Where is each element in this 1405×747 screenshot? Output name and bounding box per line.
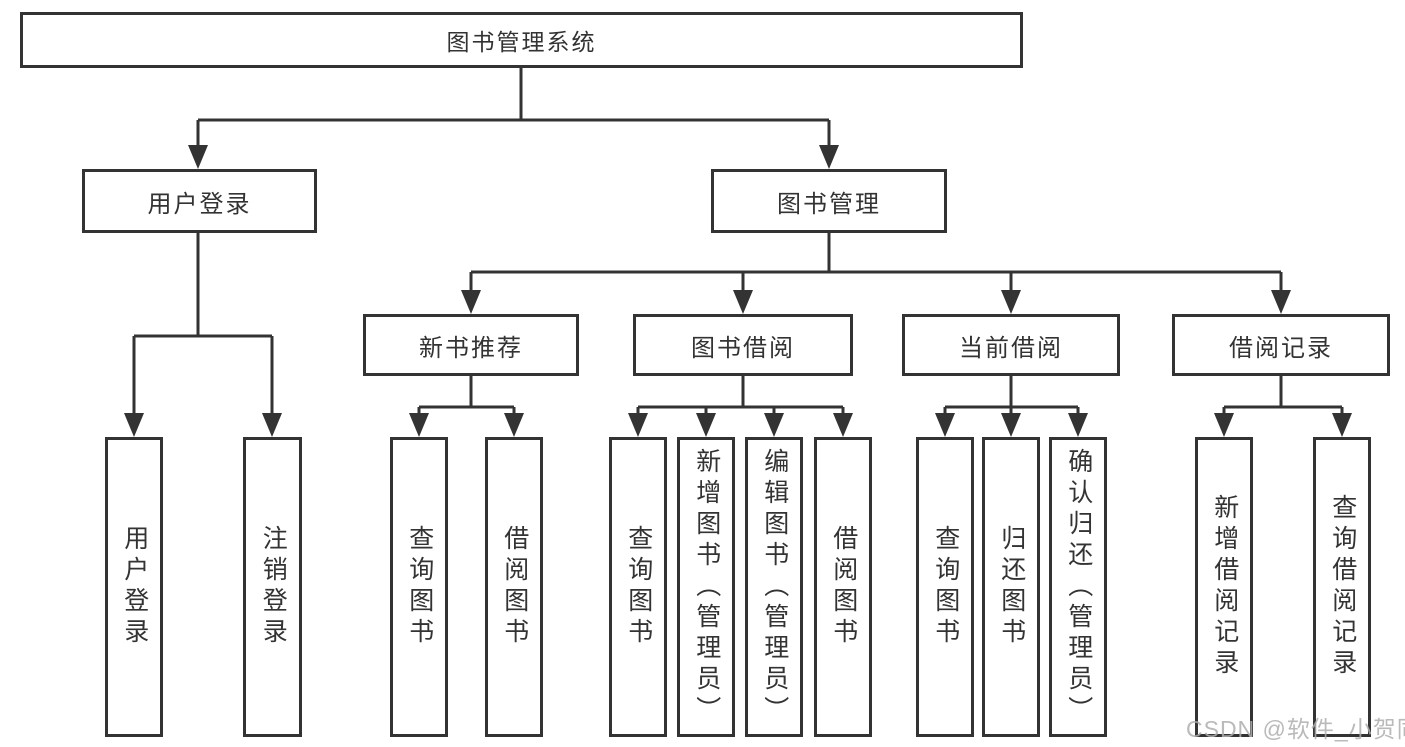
leaf-add-book-admin-label: 新增图书（管理员） [692, 447, 721, 727]
leaf-confirm-return-admin: 确认归还（管理员） [1049, 437, 1107, 737]
connector-user-login-branch [132, 233, 274, 418]
leaf-logout-label: 注销登录 [259, 525, 288, 649]
arrowheads-level3 [461, 290, 1291, 314]
node-book-borrow: 图书借阅 [633, 314, 853, 376]
leaf-return-book-label: 归还图书 [997, 525, 1026, 649]
leaf-edit-book-admin: 编辑图书（管理员） [745, 437, 803, 737]
leaf-query-book-recommend-label: 查询图书 [405, 525, 434, 649]
leaf-query-book-recommend: 查询图书 [390, 437, 448, 737]
arrowheads-new-book-leaves [409, 413, 524, 437]
leaf-borrow-book-label: 借阅图书 [829, 525, 858, 649]
leaf-confirm-return-admin-label: 确认归还（管理员） [1064, 447, 1093, 727]
node-borrow-record: 借阅记录 [1172, 314, 1390, 376]
arrowheads-user-login-leaves [124, 413, 282, 437]
leaf-add-borrow-record-label: 新增借阅记录 [1210, 494, 1239, 680]
leaf-query-book-borrow: 查询图书 [609, 437, 667, 737]
connector-new-book-branch [417, 376, 516, 420]
leaf-add-book-admin: 新增图书（管理员） [677, 437, 735, 737]
leaf-add-borrow-record: 新增借阅记录 [1195, 437, 1253, 737]
node-user-login: 用户登录 [82, 169, 317, 233]
leaf-query-book-borrow-label: 查询图书 [624, 525, 653, 649]
node-library-management-system: 图书管理系统 [20, 12, 1023, 68]
leaf-borrow-book: 借阅图书 [814, 437, 872, 737]
csdn-watermark: CSDN @软件_小贺同学 [1186, 716, 1405, 742]
leaf-borrow-book-recommend-label: 借阅图书 [500, 525, 529, 649]
connector-borrow-record-branch [1222, 376, 1344, 420]
leaf-user-login-label: 用户登录 [120, 525, 149, 649]
leaf-logout: 注销登录 [243, 437, 302, 737]
arrowheads-borrow-record-leaves [1214, 413, 1352, 437]
arrowheads-level2 [188, 145, 839, 169]
leaf-return-book: 归还图书 [982, 437, 1040, 737]
connector-root-to-level2 [196, 68, 831, 150]
leaf-query-book-current-label: 查询图书 [931, 525, 960, 649]
node-current-borrow: 当前借阅 [902, 314, 1120, 376]
leaf-query-borrow-record-label: 查询借阅记录 [1328, 494, 1357, 680]
leaf-edit-book-admin-label: 编辑图书（管理员） [760, 447, 789, 727]
connector-book-borrow-branch [636, 376, 845, 420]
connector-book-management-branch [469, 233, 1283, 295]
arrowheads-current-borrow-leaves [935, 413, 1088, 437]
leaf-user-login: 用户登录 [105, 437, 163, 737]
arrowheads-book-borrow-leaves [628, 413, 853, 437]
node-new-book-recommend: 新书推荐 [363, 314, 579, 376]
leaf-borrow-book-recommend: 借阅图书 [485, 437, 543, 737]
leaf-query-borrow-record: 查询借阅记录 [1313, 437, 1371, 737]
leaf-query-book-current: 查询图书 [916, 437, 974, 737]
node-book-management: 图书管理 [711, 169, 947, 233]
